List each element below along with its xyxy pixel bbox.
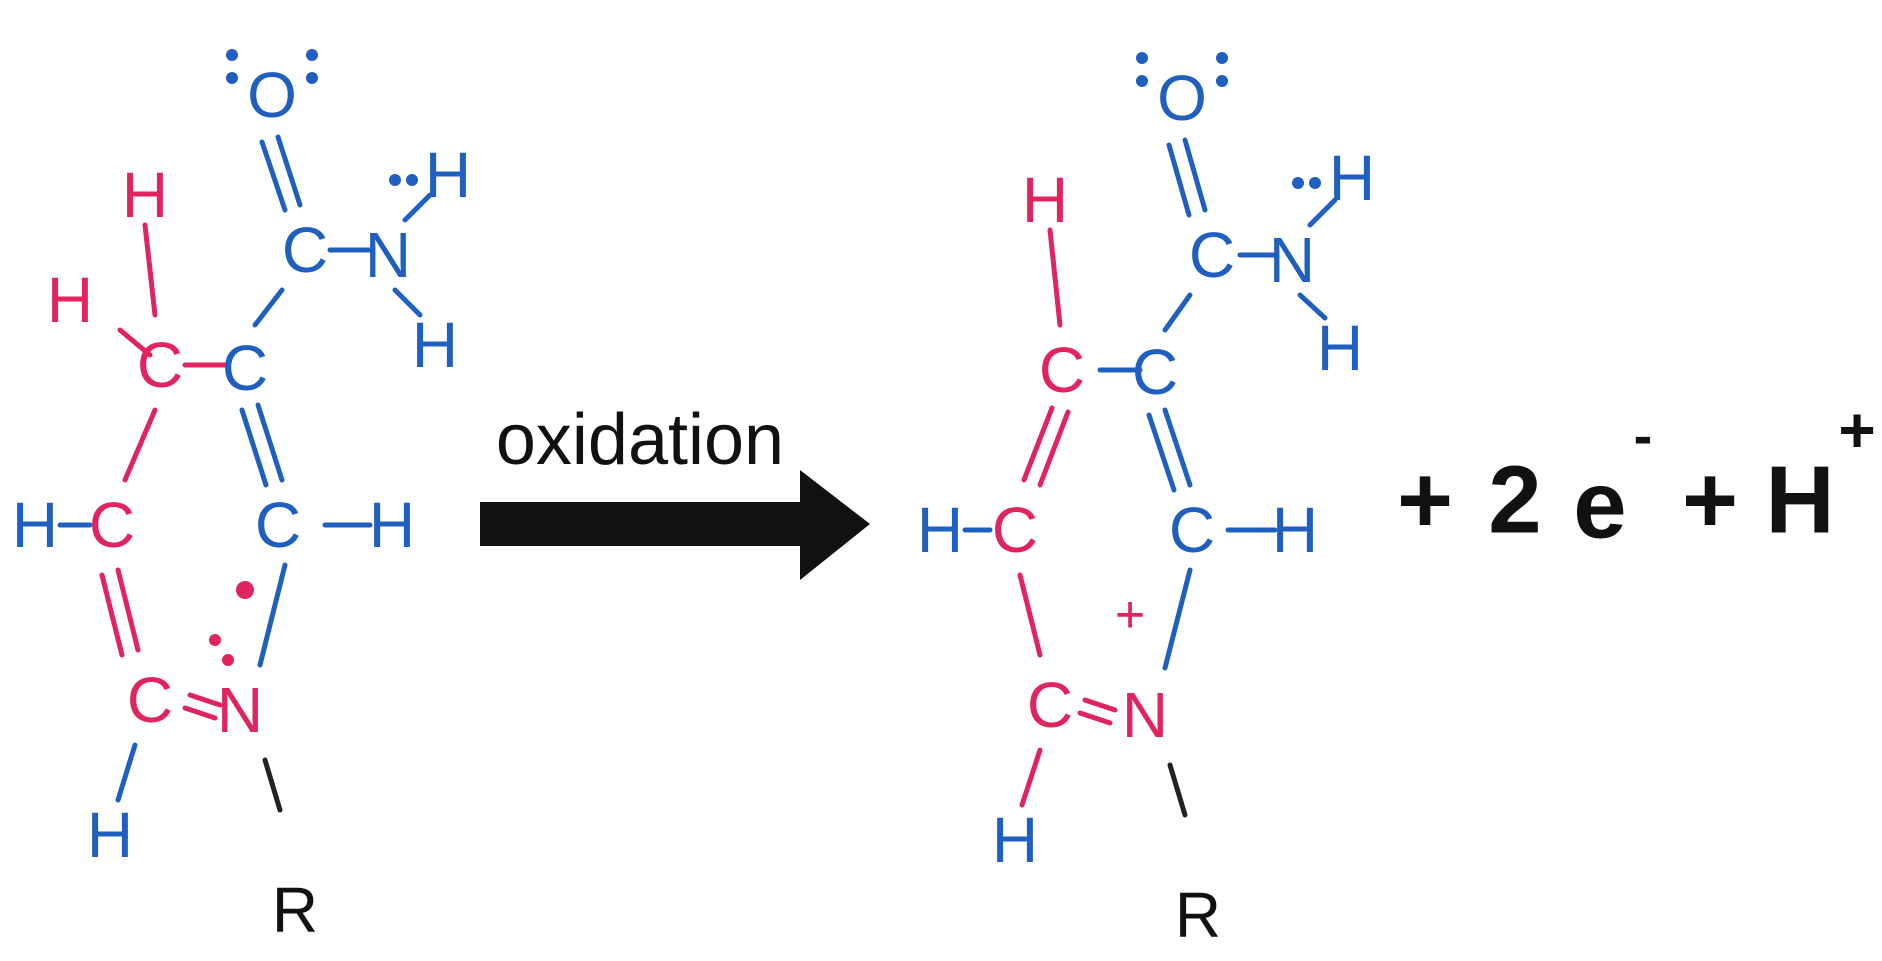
charge-plus: + bbox=[1115, 586, 1145, 644]
atom-H6: H bbox=[992, 804, 1038, 876]
bond-c5-c6-1 bbox=[115, 567, 141, 653]
bond-nh-top bbox=[1307, 197, 1338, 228]
product-molecule: O C N H H C C H N + C H C H C H R bbox=[917, 52, 1375, 951]
atom-C-carbonyl: C bbox=[1189, 219, 1235, 291]
atom-H4-side: H bbox=[47, 264, 93, 336]
lone-pair-dot bbox=[1136, 75, 1148, 87]
atom-H5: H bbox=[12, 489, 58, 561]
atom-H4-top: H bbox=[122, 159, 168, 231]
atom-R: R bbox=[272, 874, 318, 946]
atom-H5: H bbox=[917, 494, 963, 566]
proton-symbol: H bbox=[1765, 447, 1834, 554]
lone-pair-dot bbox=[209, 634, 221, 646]
bond-c3-c2-1 bbox=[255, 402, 285, 483]
atom-C5: C bbox=[992, 494, 1038, 566]
lone-pair-dot bbox=[1216, 52, 1228, 64]
atom-C2: C bbox=[255, 489, 301, 561]
bond-co-2 bbox=[259, 139, 288, 213]
bond-c3-c2-2 bbox=[1146, 412, 1177, 493]
bond-c4-h-top bbox=[1047, 227, 1063, 328]
atom-N-amide: N bbox=[365, 219, 411, 291]
atom-O: O bbox=[247, 59, 297, 131]
bond-c-c-amide bbox=[1162, 292, 1193, 333]
bond-c4-c5-1 bbox=[1037, 409, 1071, 488]
lone-pair-dot bbox=[1292, 177, 1304, 189]
atom-C6: C bbox=[127, 664, 173, 736]
bond-n-r bbox=[1167, 762, 1188, 818]
plus-sign: + bbox=[1397, 447, 1453, 554]
bond-c6-n-1 bbox=[1082, 697, 1118, 713]
plus-sign: + bbox=[1682, 447, 1738, 554]
bond-nh-bottom bbox=[392, 287, 423, 318]
electron-count: 2 bbox=[1488, 447, 1541, 554]
bond-c4-c5-2 bbox=[1021, 405, 1055, 483]
atom-N-ring: N bbox=[217, 674, 263, 746]
atom-H2: H bbox=[369, 489, 415, 561]
atom-R: R bbox=[1175, 879, 1221, 951]
bond-c5-c6-2 bbox=[99, 572, 125, 658]
bond-co-1 bbox=[275, 134, 303, 208]
bond-c6-h bbox=[115, 742, 138, 803]
bond-c6-h bbox=[1019, 747, 1043, 808]
lone-pair-dot bbox=[306, 72, 318, 84]
bond-nh-bottom bbox=[1297, 292, 1328, 321]
bond-c6-n-1 bbox=[187, 692, 223, 708]
lone-pair-dot bbox=[226, 72, 238, 84]
atom-C5: C bbox=[89, 489, 135, 561]
bond-h-c4-top bbox=[142, 222, 158, 318]
bond-co-2 bbox=[1166, 142, 1192, 218]
radical-dot bbox=[236, 581, 254, 599]
electron-symbol: e bbox=[1573, 452, 1626, 559]
lone-pair-dot bbox=[1216, 75, 1228, 87]
atom-N-ring: N bbox=[1122, 679, 1168, 751]
bond-c6-n-2 bbox=[1077, 710, 1113, 726]
extra-products: + 2 e - + H + bbox=[1397, 394, 1876, 559]
lone-pair-dot bbox=[222, 654, 234, 666]
bond-c-c-amide bbox=[252, 287, 285, 328]
lone-pair-dot bbox=[1309, 177, 1321, 189]
atom-C4: C bbox=[137, 329, 183, 401]
lone-pair-dot bbox=[389, 174, 401, 186]
atom-H-amide-top: H bbox=[1329, 142, 1375, 214]
atom-C-carbonyl: C bbox=[282, 214, 328, 286]
atom-C6: C bbox=[1027, 669, 1073, 741]
atom-C4: C bbox=[1039, 334, 1085, 406]
bond-co-1 bbox=[1182, 137, 1208, 213]
bond-nh-top bbox=[402, 192, 433, 223]
bond-c4-c5 bbox=[122, 407, 158, 483]
arrow-label: oxidation bbox=[496, 400, 784, 480]
bond-c6-n-2 bbox=[182, 705, 218, 721]
bond-n-r bbox=[262, 757, 283, 813]
atom-H6: H bbox=[87, 799, 133, 871]
arrow-shaft bbox=[480, 502, 800, 546]
lone-pair-dot bbox=[406, 174, 418, 186]
atom-H4: H bbox=[1022, 164, 1068, 236]
bond-c3-c2-1 bbox=[1162, 407, 1193, 488]
electron-charge: - bbox=[1634, 404, 1653, 467]
bond-h-c4 bbox=[117, 327, 153, 358]
atom-H-amide-bottom: H bbox=[1317, 312, 1363, 384]
reactant-molecule: O C N H H C C H N C H C H C H H R bbox=[12, 49, 471, 946]
bond-c5-c6 bbox=[1017, 572, 1043, 658]
lone-pair-dot bbox=[226, 49, 238, 61]
bond-c2-n bbox=[1162, 567, 1193, 671]
atom-N-amide: N bbox=[1269, 224, 1315, 296]
proton-charge: + bbox=[1838, 394, 1875, 466]
atom-C2: C bbox=[1169, 494, 1215, 566]
atom-H2: H bbox=[1272, 494, 1318, 566]
lone-pair-dot bbox=[306, 49, 318, 61]
reaction-arrow: oxidation bbox=[480, 400, 870, 580]
atom-H-amide-top: H bbox=[425, 139, 471, 211]
arrow-head bbox=[800, 470, 870, 580]
bond-c2-n bbox=[257, 562, 288, 668]
lone-pair-dot bbox=[1136, 52, 1148, 64]
atom-C3: C bbox=[1132, 336, 1178, 408]
atom-H-amide-bottom: H bbox=[412, 309, 458, 381]
atom-C3: C bbox=[222, 332, 268, 404]
bond-c3-c2-2 bbox=[239, 407, 269, 488]
atom-O: O bbox=[1157, 62, 1207, 134]
